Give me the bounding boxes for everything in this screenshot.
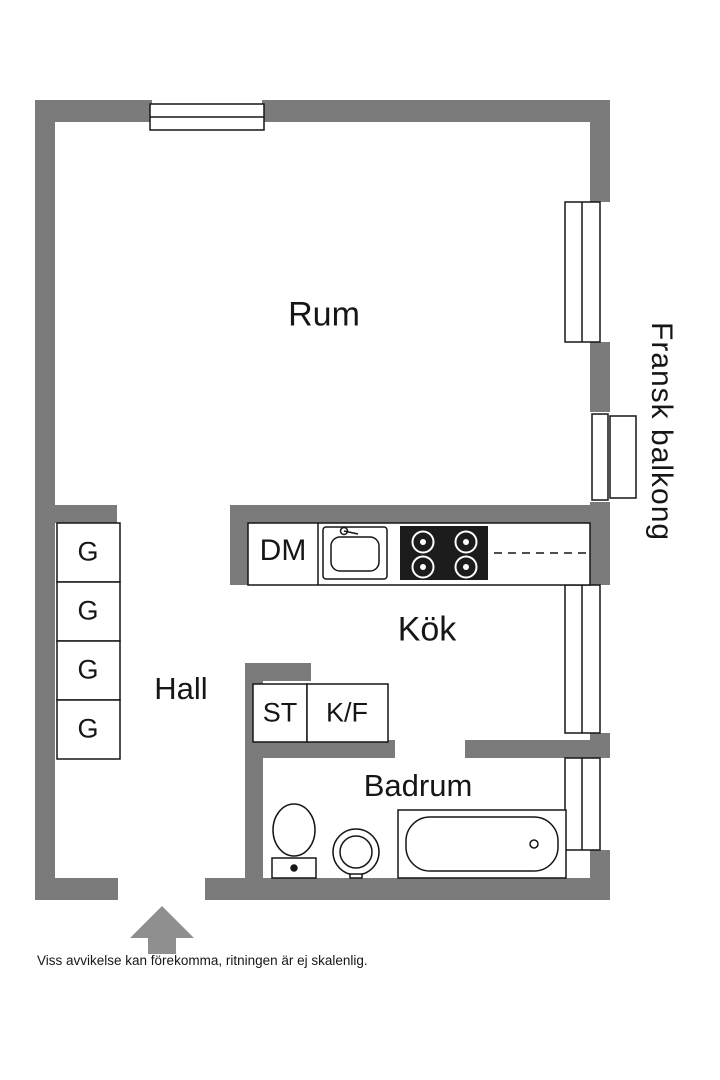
balcony-door xyxy=(591,413,637,501)
burner-icon xyxy=(411,555,435,579)
cleaning-closet-label: ST xyxy=(262,697,298,728)
burner-icon xyxy=(454,530,478,554)
wall-bottom-left xyxy=(35,878,118,900)
disclaimer-text: Viss avvikelse kan förekomma, ritningen … xyxy=(37,953,368,968)
kitchen-sink xyxy=(322,526,388,580)
fridge-freezer-label: K/F xyxy=(325,697,369,728)
wall-top-left xyxy=(35,100,152,122)
window-right-badrum xyxy=(564,757,601,851)
wall-right-1 xyxy=(590,100,610,202)
stove xyxy=(400,526,488,580)
fridge-freezer-box xyxy=(306,683,389,743)
room-label-hall: Hall xyxy=(154,671,208,706)
bathtub xyxy=(397,809,567,879)
balcony-railing xyxy=(609,415,637,499)
window-top xyxy=(149,103,265,131)
window-right-rum xyxy=(564,201,601,343)
burner-icon xyxy=(411,530,435,554)
wardrobe-label: G xyxy=(77,654,99,685)
window-right-kok xyxy=(564,584,601,734)
wardrobe-label: G xyxy=(77,713,99,744)
burner-icon xyxy=(454,555,478,579)
wardrobe-box xyxy=(56,522,121,583)
cleaning-closet-box xyxy=(252,683,308,743)
wall-counter-stub xyxy=(230,505,248,585)
wall-badrum-top-right xyxy=(465,740,610,758)
bathroom-sink xyxy=(332,828,380,879)
room-label-badrum: Badrum xyxy=(363,768,473,803)
wardrobe-label: G xyxy=(77,595,99,626)
room-label-rum: Rum xyxy=(288,295,360,334)
wardrobe-box xyxy=(56,699,121,760)
toilet xyxy=(271,803,317,879)
wall-rum-hall xyxy=(55,505,117,523)
dishwasher-label: DM xyxy=(259,534,307,567)
balcony-label: Fransk balkong xyxy=(645,322,678,542)
wall-right-5 xyxy=(590,850,610,878)
windows xyxy=(149,103,637,851)
walls xyxy=(35,100,610,900)
wardrobe-label: G xyxy=(77,536,99,567)
wall-left xyxy=(35,100,55,900)
entrance-arrow-icon xyxy=(130,906,194,954)
wall-bottom-right xyxy=(205,878,610,900)
wall-right-3 xyxy=(590,502,610,585)
wall-badrum-top-left xyxy=(263,740,395,758)
wall-top-right xyxy=(262,100,610,122)
room-label-kok: Kök xyxy=(397,610,457,649)
wall-kitchen-top xyxy=(230,505,590,523)
fixtures xyxy=(56,522,591,879)
wall-right-2 xyxy=(590,342,610,412)
